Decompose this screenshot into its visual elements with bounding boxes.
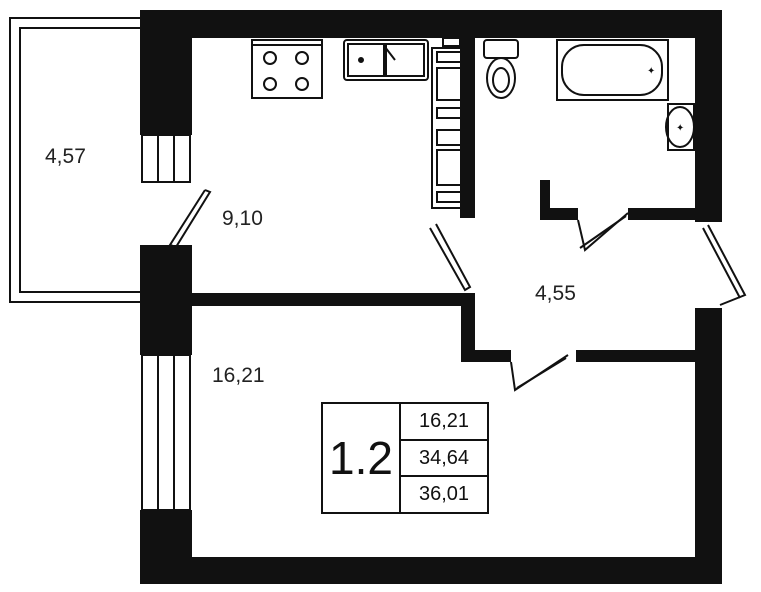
balcony-area-label: 4,57 <box>45 145 86 168</box>
doors <box>168 189 747 392</box>
hall-area-label: 4,55 <box>535 282 576 305</box>
apartment-summary-table: 1.2 16,21 34,64 36,01 <box>321 402 489 514</box>
living-room-window <box>141 354 191 511</box>
walls <box>140 10 722 584</box>
living-room-area-label: 16,21 <box>212 364 265 387</box>
sink-icon <box>343 39 429 81</box>
kitchen-area-label: 9,10 <box>222 207 263 230</box>
kitchen-window <box>141 134 191 183</box>
svg-text:✦: ✦ <box>647 66 655 77</box>
svg-text:✦: ✦ <box>676 123 684 134</box>
balcony-outline <box>9 17 140 303</box>
total-with-balcony-value: 36,01 <box>418 483 470 506</box>
bathtub-icon: ✦ <box>556 39 669 101</box>
toilet-icon <box>483 39 519 99</box>
living-area-value: 16,21 <box>401 404 487 441</box>
apartment-number: 1.2 <box>323 404 401 512</box>
stove-icon <box>251 39 323 99</box>
washbasin-icon: ✦ <box>665 103 695 151</box>
total-area-value: 34,64 <box>401 441 487 478</box>
kitchen-cabinet-icon <box>431 37 469 209</box>
